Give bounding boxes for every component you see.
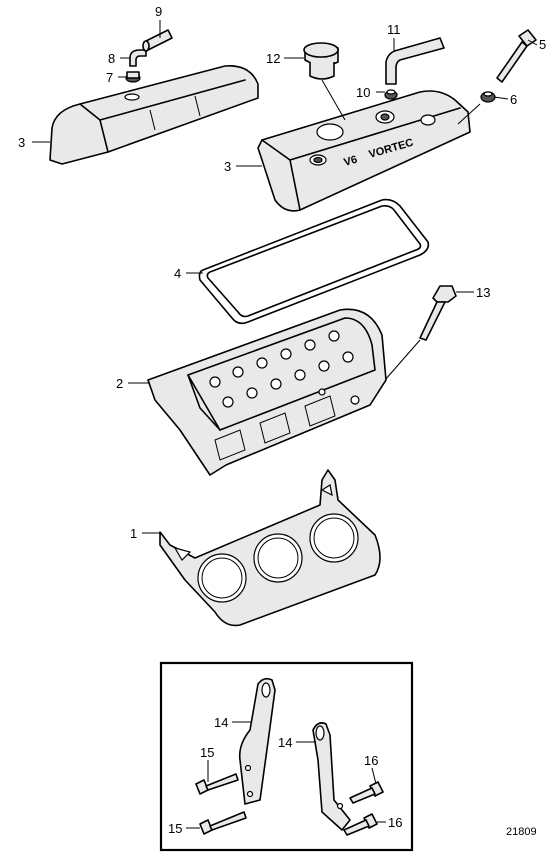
callout-10: 10 (356, 85, 370, 100)
left-valve-cover (49, 65, 259, 165)
callout-3-left: 3 (18, 135, 25, 150)
callout-11: 11 (387, 22, 401, 37)
callout-9: 9 (155, 4, 162, 19)
callout-14-right: 14 (278, 735, 292, 750)
valve-cover-gasket (198, 198, 430, 325)
cover-v6-text: V6 (343, 154, 359, 169)
callout-15-lower: 15 (168, 821, 182, 836)
breather-fitting (129, 49, 147, 67)
cylinder-head (147, 308, 387, 476)
callout-3-right: 3 (224, 159, 231, 174)
grommet-leader-line (457, 103, 481, 125)
callout-12: 12 (266, 51, 280, 66)
callout-14-left: 14 (214, 715, 228, 730)
bracket-bolt-15-upper (195, 773, 239, 795)
bracket-bolt-15-lower (199, 811, 247, 835)
head-gasket (159, 469, 381, 627)
callout-4: 4 (174, 266, 181, 281)
figure-number: 21809 (506, 826, 537, 838)
bracket-bolt-16-lower (343, 813, 378, 836)
lifting-bracket-left (238, 677, 276, 805)
callout-16-upper: 16 (364, 753, 378, 768)
bracket-bolt-16-upper (349, 781, 384, 804)
callout-16-lower: 16 (388, 815, 402, 830)
lifting-bracket-right (312, 722, 351, 831)
bolt-leader-line (384, 339, 421, 381)
callout-2: 2 (116, 376, 123, 391)
inset-frame (159, 661, 414, 852)
cap-leader-line (321, 79, 346, 121)
cover-grommet (480, 91, 496, 103)
breather-grommet (125, 71, 141, 83)
right-valve-cover: V6 VORTEC (257, 90, 471, 212)
callout-leaders (32, 20, 538, 829)
callout-15-upper: 15 (200, 745, 214, 760)
oil-filler-cap (303, 42, 339, 80)
cover-bolt (496, 29, 537, 83)
callout-13: 13 (476, 285, 490, 300)
callout-6: 6 (510, 92, 517, 107)
pcv-hose (385, 37, 445, 85)
callout-5: 5 (539, 37, 546, 52)
callout-8: 8 (108, 51, 115, 66)
callout-1: 1 (130, 526, 137, 541)
breather-hose (142, 29, 173, 52)
callout-7: 7 (106, 70, 113, 85)
pcv-grommet (384, 89, 398, 100)
head-bolt (419, 285, 457, 341)
